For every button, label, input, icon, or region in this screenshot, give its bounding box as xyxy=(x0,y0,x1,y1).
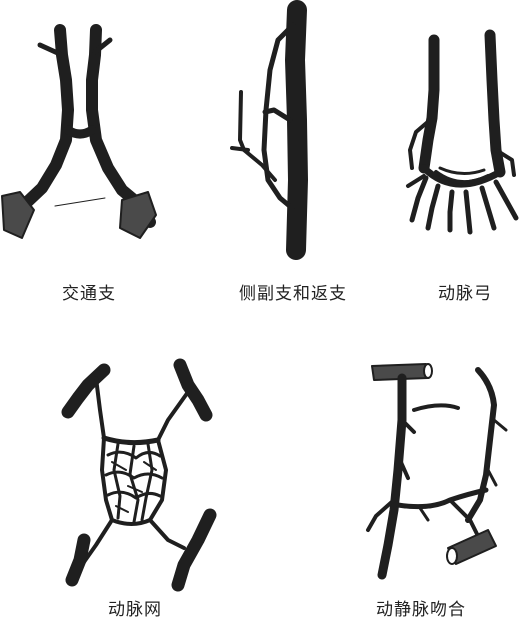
panel-communicating-branch xyxy=(2,30,156,238)
label-communicating-branch: 交通支 xyxy=(62,279,116,304)
panel-arterial-network xyxy=(68,365,210,585)
label-arteriovenous-anastomosis: 动静脉吻合 xyxy=(376,595,466,620)
label-collateral-recurrent: 侧副支和返支 xyxy=(239,279,347,304)
label-arterial-network: 动脉网 xyxy=(108,595,162,620)
panel-collateral-recurrent xyxy=(232,10,298,250)
label-arterial-arch: 动脉弓 xyxy=(438,279,492,304)
panel-arterial-arch xyxy=(408,35,516,232)
panel-arteriovenous-anastomosis xyxy=(368,364,506,575)
